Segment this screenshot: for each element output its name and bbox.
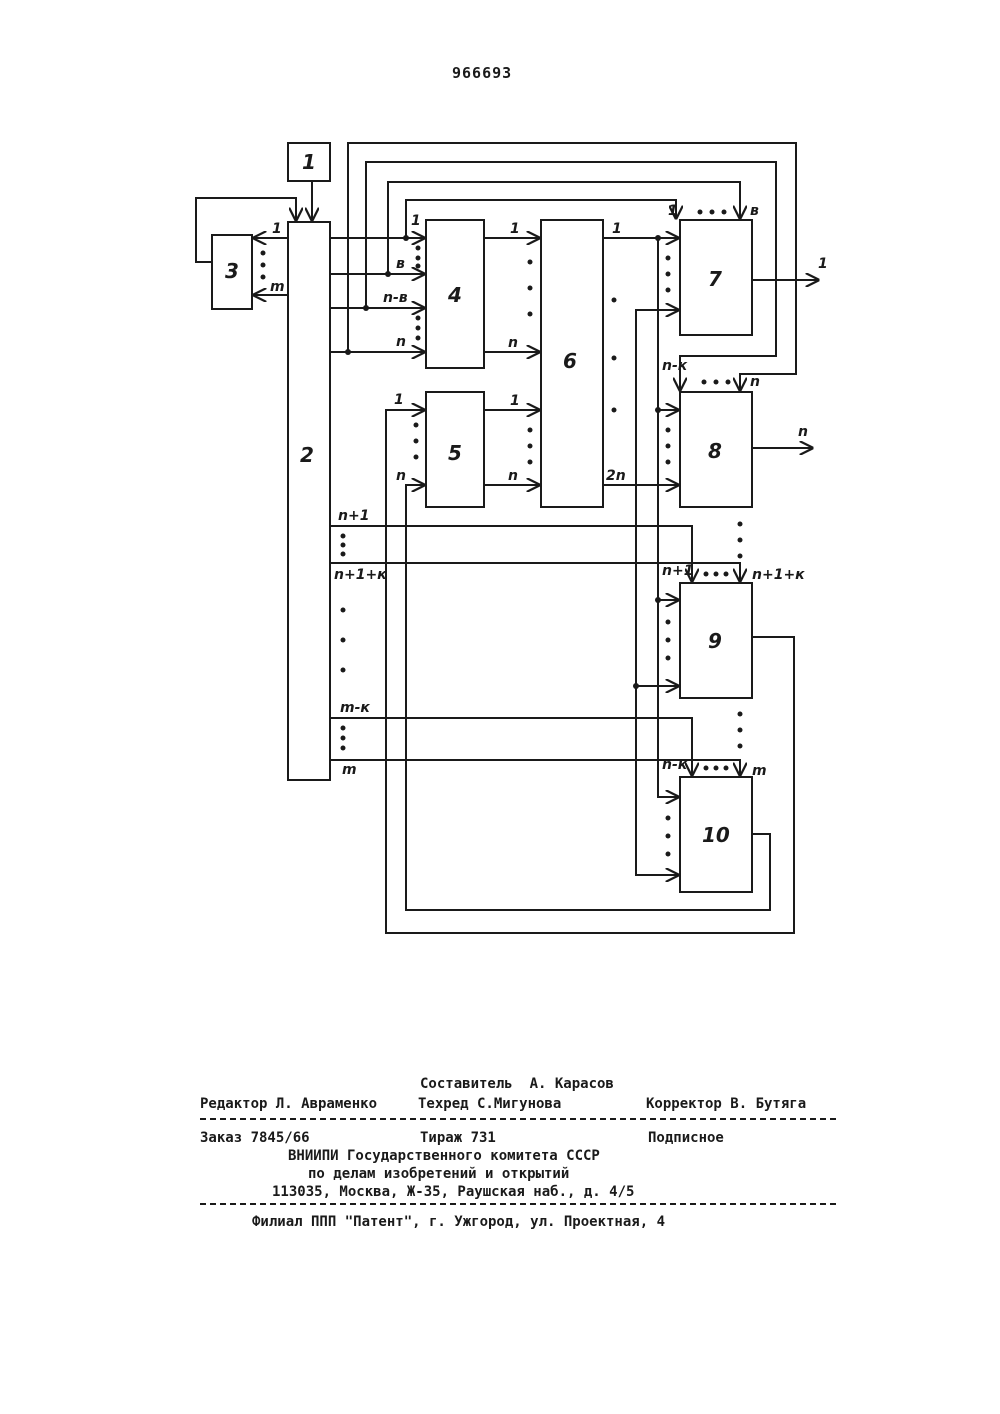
port-5out-n: n xyxy=(508,468,518,484)
port-4-nb: n-в xyxy=(383,290,408,306)
port-3-1: 1 xyxy=(272,221,282,237)
port-10-m: m xyxy=(752,763,767,779)
bus-dots-4a xyxy=(416,246,421,269)
block-3-label: 3 xyxy=(225,259,239,283)
block-2-label: 2 xyxy=(300,443,314,467)
block-7-label: 7 xyxy=(708,267,722,291)
block-5-label: 5 xyxy=(448,441,462,465)
bus-dots-10top xyxy=(704,766,729,771)
org-line-1: ВНИИПИ Государственного комитета СССР xyxy=(288,1148,600,1164)
bus-dots-9-10 xyxy=(738,712,743,749)
bus-dots-2-mid xyxy=(341,608,346,673)
bus-dots-10in xyxy=(666,816,671,857)
port-4-b: в xyxy=(396,256,405,272)
port-4out-n: n xyxy=(508,335,518,351)
bus-dots-7in xyxy=(666,256,671,293)
bus-dots-9top xyxy=(704,572,729,577)
output-7-label: 1 xyxy=(818,256,828,272)
block-1-label: 1 xyxy=(302,150,316,174)
bus-dots-5 xyxy=(414,423,419,460)
separator-2 xyxy=(200,1203,836,1205)
block-2 xyxy=(288,222,330,780)
block-10-label: 10 xyxy=(702,823,730,847)
port-10-mk: n-к xyxy=(662,757,688,773)
port-9-n1: n+1 xyxy=(662,563,693,579)
port-4-n: n xyxy=(396,334,406,350)
bus-dots-2-9 xyxy=(341,534,346,557)
block-4-label: 4 xyxy=(447,283,462,307)
bus-dots-2-10 xyxy=(341,726,346,751)
bus-dots-3 xyxy=(261,251,266,280)
port-2-mk: m-к xyxy=(340,700,370,716)
bus-dots-8in xyxy=(666,428,671,465)
port-8-n: n xyxy=(750,374,760,390)
address: 113035, Москва, Ж-35, Раушская наб., д. … xyxy=(272,1184,634,1200)
editor: Редактор Л. Авраменко xyxy=(200,1096,377,1112)
output-8-label: n xyxy=(798,424,808,440)
port-6out-1: 1 xyxy=(612,221,622,237)
block-8-label: 8 xyxy=(708,439,722,463)
port-5-1: 1 xyxy=(394,392,404,408)
order: Заказ 7845/66 xyxy=(200,1130,310,1146)
corrector: Корректор В. Бутяга xyxy=(646,1096,806,1112)
composer: Составитель А. Карасов xyxy=(420,1076,614,1092)
branch: Филиал ППП "Патент", г. Ужгород, ул. Про… xyxy=(252,1214,665,1230)
port-6out-2n: 2n xyxy=(606,468,626,484)
wire-2-to-10-mk xyxy=(330,718,692,775)
circulation: Тираж 731 xyxy=(420,1130,496,1146)
block-diagram: 1 2 3 4 5 6 7 8 9 10 1 m 1 в n-в n 1 n 1… xyxy=(0,0,1000,1000)
port-7-b: в xyxy=(750,203,759,219)
techred: Техред С.Мигунова xyxy=(418,1096,561,1112)
bus-dots-5-6 xyxy=(528,428,533,465)
bus-dots-8-9 xyxy=(738,522,743,559)
block-9-label: 9 xyxy=(708,629,722,653)
bus-dots-6 xyxy=(612,298,617,413)
bus-dots-4b xyxy=(416,316,421,341)
port-9-n1k: n+1+к xyxy=(752,567,805,583)
subscription: Подписное xyxy=(648,1130,724,1146)
port-3-m: m xyxy=(270,279,285,295)
port-2-n1k: n+1+к xyxy=(334,567,387,583)
bus-dots-9in xyxy=(666,620,671,661)
port-5out-1: 1 xyxy=(510,393,520,409)
org-line-2: по делам изобретений и открытий xyxy=(308,1166,569,1182)
port-5-n: n xyxy=(396,468,406,484)
bus-dots-7top xyxy=(698,210,727,215)
port-2-n1: n+1 xyxy=(338,508,369,524)
port-7-1: 1 xyxy=(668,203,678,219)
bus-dots-4-6 xyxy=(528,260,533,317)
port-4-1: 1 xyxy=(411,213,421,229)
port-4out-1: 1 xyxy=(510,221,520,237)
port-8-nk: n-к xyxy=(662,358,688,374)
wire-6-to-8-1 xyxy=(658,238,678,410)
port-2-m: m xyxy=(342,762,357,778)
separator-1 xyxy=(200,1118,836,1120)
bus-dots-8top xyxy=(702,380,731,385)
block-6-label: 6 xyxy=(563,349,577,373)
